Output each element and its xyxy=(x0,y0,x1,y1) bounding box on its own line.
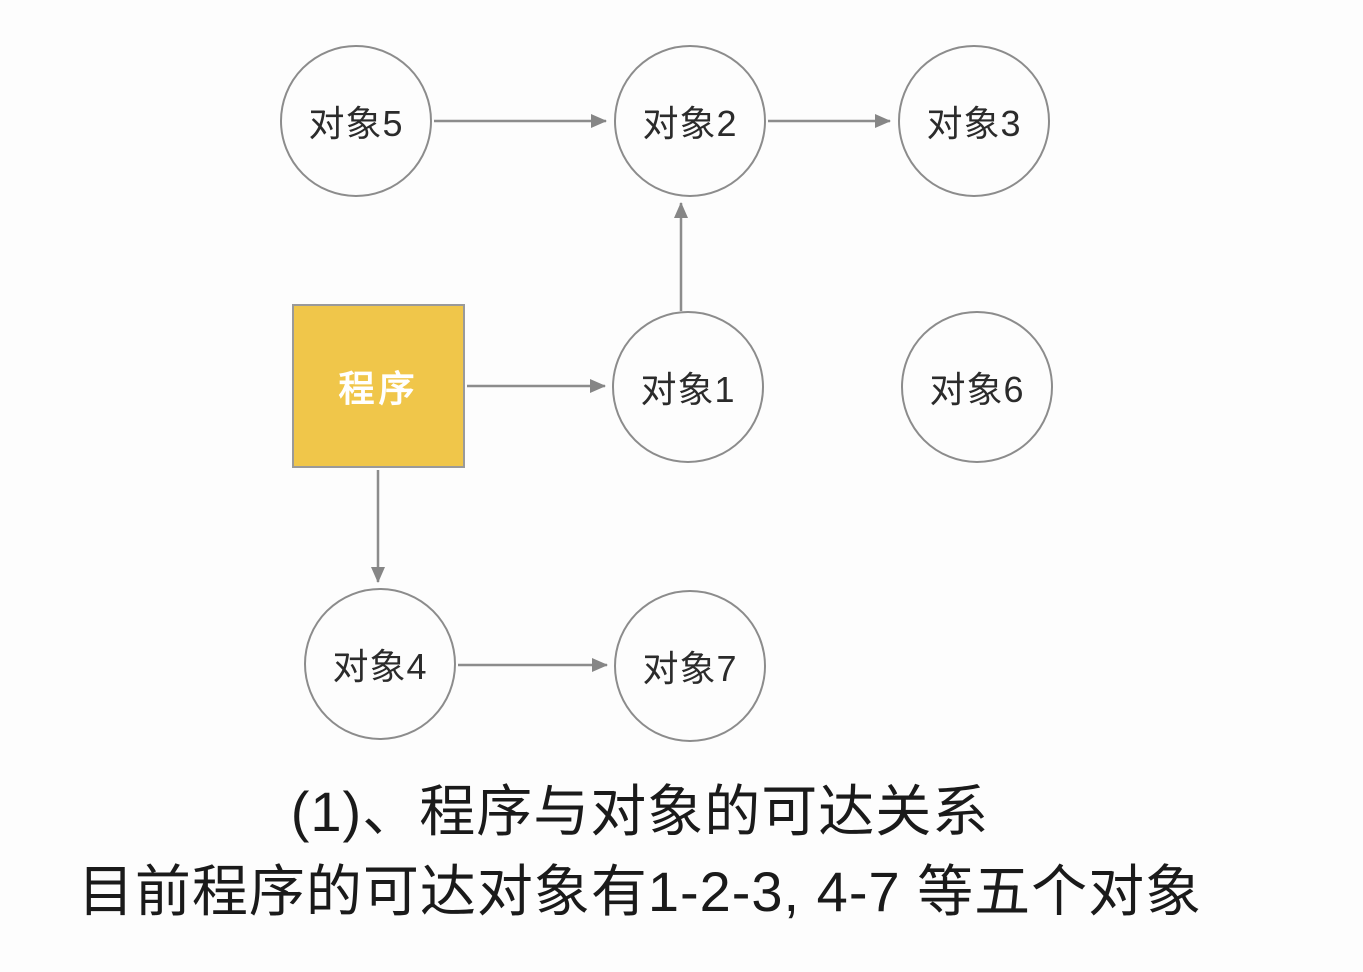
caption-line-2: 目前程序的可达对象有1-2-3, 4-7 等五个对象 xyxy=(77,860,1203,923)
node-obj6-label: 对象6 xyxy=(929,369,1025,410)
node-obj3: 对象3 xyxy=(898,45,1050,197)
node-obj3-label: 对象3 xyxy=(926,103,1022,144)
caption: (1)、程序与对象的可达关系 目前程序的可达对象有1-2-3, 4-7 等五个对… xyxy=(0,772,1280,932)
node-obj2-label: 对象2 xyxy=(642,103,738,144)
node-obj7: 对象7 xyxy=(614,590,766,742)
node-obj4: 对象4 xyxy=(304,588,456,740)
node-obj1: 对象1 xyxy=(612,311,764,463)
caption-line-1: (1)、程序与对象的可达关系 xyxy=(290,780,990,843)
node-program-label: 程序 xyxy=(338,368,419,409)
node-obj6: 对象6 xyxy=(901,311,1053,463)
node-obj2: 对象2 xyxy=(614,45,766,197)
node-obj5: 对象5 xyxy=(280,45,432,197)
node-obj1-label: 对象1 xyxy=(640,369,736,410)
node-program: 程序 xyxy=(292,304,465,468)
node-obj5-label: 对象5 xyxy=(308,103,404,144)
node-obj4-label: 对象4 xyxy=(332,646,428,687)
node-obj7-label: 对象7 xyxy=(642,648,738,689)
